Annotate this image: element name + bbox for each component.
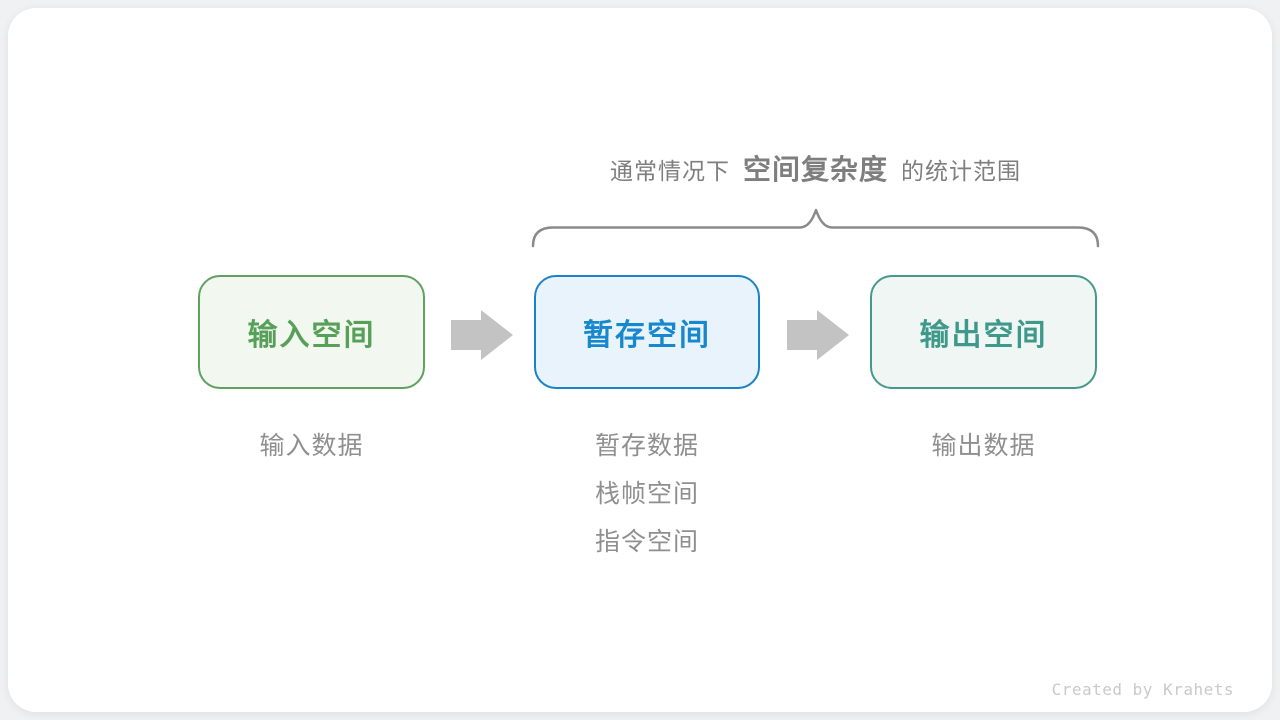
output-sublabels: 输出数据 bbox=[870, 431, 1097, 479]
annotation-highlight: 空间复杂度 bbox=[742, 154, 888, 185]
output-data-label: 输出数据 bbox=[931, 432, 1036, 460]
arrow-right-shape bbox=[787, 310, 849, 360]
scope-brace bbox=[531, 208, 1100, 248]
instruction-space-label: 指令空间 bbox=[594, 528, 699, 556]
credit-text: Created by Krahets bbox=[1051, 680, 1234, 699]
arrow-right-shape bbox=[451, 310, 513, 360]
input-data-label: 输入数据 bbox=[259, 432, 364, 460]
input-space-label: 输入空间 bbox=[247, 319, 376, 352]
output-space-label: 输出空间 bbox=[919, 319, 1048, 352]
temp-space-label: 暂存空间 bbox=[583, 319, 711, 352]
arrow-right-icon bbox=[451, 310, 513, 360]
input-sublabels: 输入数据 bbox=[198, 431, 425, 479]
output-space-box: 输出空间 bbox=[870, 275, 1097, 389]
annotation-prefix: 通常情况下 bbox=[609, 158, 730, 184]
scope-brace-path bbox=[531, 208, 1100, 248]
temp-space-box: 暂存空间 bbox=[534, 275, 760, 389]
diagram-card: 通常情况下 空间复杂度 的统计范围 输入空间 暂存空间 输出空间 输入数据 暂存… bbox=[8, 8, 1272, 712]
stack-frame-label: 栈帧空间 bbox=[594, 480, 699, 508]
arrow-right-icon bbox=[787, 310, 849, 360]
annotation-suffix: 的统计范围 bbox=[901, 158, 1021, 184]
temp-sublabels: 暂存数据 栈帧空间 指令空间 bbox=[534, 431, 760, 575]
input-space-box: 输入空间 bbox=[198, 275, 425, 389]
annotation-title: 通常情况下 空间复杂度 的统计范围 bbox=[528, 148, 1103, 188]
temp-data-label: 暂存数据 bbox=[594, 432, 699, 460]
